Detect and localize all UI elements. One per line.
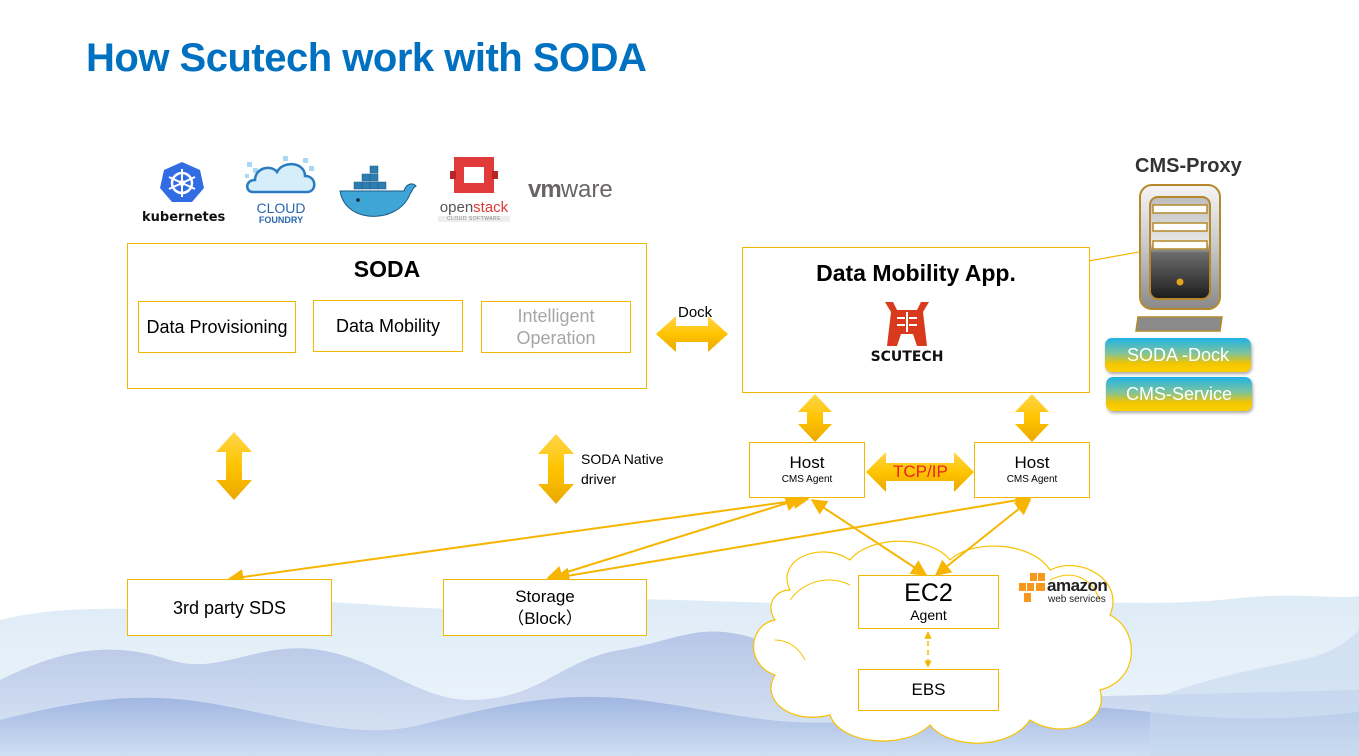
module-data-mobility[interactable]: Data Mobility (313, 300, 463, 352)
host-subtitle: CMS Agent (781, 474, 833, 485)
sds-label: 3rd party SDS (172, 597, 287, 618)
module-label-line1: Intelligent (517, 306, 595, 326)
host-box-1[interactable]: Host CMS Agent (749, 442, 865, 498)
host-box-2[interactable]: Host CMS Agent (974, 442, 1090, 498)
aws-logo: amazon web services (1018, 571, 1118, 611)
kubernetes-logo: kubernetes (142, 160, 226, 225)
soda-title: SODA (353, 256, 421, 282)
ec2-title: EC2 (904, 579, 953, 607)
slide-title: How Scutech work with SODA (86, 36, 647, 80)
module-label: Data Provisioning (146, 317, 288, 337)
cloud-foundry-logo: CLOUD FOUNDRY (243, 154, 319, 230)
storage-block-box[interactable]: Storage （Block） (443, 579, 647, 636)
openstack-text-open: open (439, 199, 474, 216)
native-driver-line1: SODA Native (581, 451, 664, 467)
vmware-text-vm: vm (528, 176, 562, 203)
cms-service[interactable]: CMS-Service (1106, 377, 1252, 411)
module-intelligent-operation[interactable]: Intelligent Operation (481, 301, 631, 353)
data-mobility-app-box: Data Mobility App. SCUTECH (742, 247, 1090, 393)
kubernetes-logo-text: kubernetes (142, 210, 226, 225)
ebs-box[interactable]: EBS (858, 669, 999, 711)
ec2-subtitle: Agent (910, 607, 947, 623)
aws-text-web-services: web services (1048, 594, 1106, 605)
app-title: Data Mobility App. (816, 260, 1016, 286)
host-subtitle: CMS Agent (1006, 474, 1058, 485)
server-icon (1135, 184, 1223, 332)
ebs-label: EBS (911, 680, 946, 699)
storage-label-line2: （Block） (507, 608, 583, 628)
soda-dock-service[interactable]: SODA -Dock (1105, 338, 1251, 372)
docker-logo (338, 164, 420, 222)
tcp-ip-label: TCP/IP (893, 462, 948, 481)
scutech-logo-text: SCUTECH (870, 349, 944, 365)
host-title: Host (1014, 453, 1050, 472)
openstack-wordmark: openstack (438, 200, 510, 216)
vmware-logo: vmware (528, 176, 613, 204)
cloud-foundry-subtext: FOUNDRY (258, 215, 304, 225)
host-title: Host (789, 453, 825, 472)
scutech-icon (885, 302, 929, 346)
openstack-text-stack: stack (473, 199, 509, 216)
scutech-logo: SCUTECH (867, 302, 947, 365)
cloud-foundry-text: CLOUD (256, 200, 306, 216)
module-data-provisioning[interactable]: Data Provisioning (138, 301, 296, 353)
cms-proxy-title: CMS-Proxy (1135, 155, 1242, 177)
aws-text-amazon: amazon (1047, 576, 1108, 595)
docker-whale-icon (339, 165, 417, 217)
cloud-foundry-icon (245, 156, 316, 194)
vmware-text-ware: ware (560, 176, 613, 203)
aws-boxes-icon (1019, 573, 1045, 602)
native-driver-line2: driver (581, 471, 617, 487)
openstack-subtext: CLOUD SOFTWARE (438, 216, 510, 222)
storage-label-line1: Storage (515, 586, 575, 606)
ec2-box[interactable]: EC2 Agent (858, 575, 999, 629)
openstack-icon (450, 157, 498, 193)
openstack-logo: openstack CLOUD SOFTWARE (438, 155, 510, 227)
native-driver-label: SODA Native driver (581, 449, 663, 489)
third-party-sds-box[interactable]: 3rd party SDS (127, 579, 332, 636)
kubernetes-icon (160, 162, 204, 202)
module-label-line2: Operation (516, 328, 596, 348)
dock-label: Dock (678, 304, 713, 321)
module-label: Data Mobility (335, 316, 441, 336)
